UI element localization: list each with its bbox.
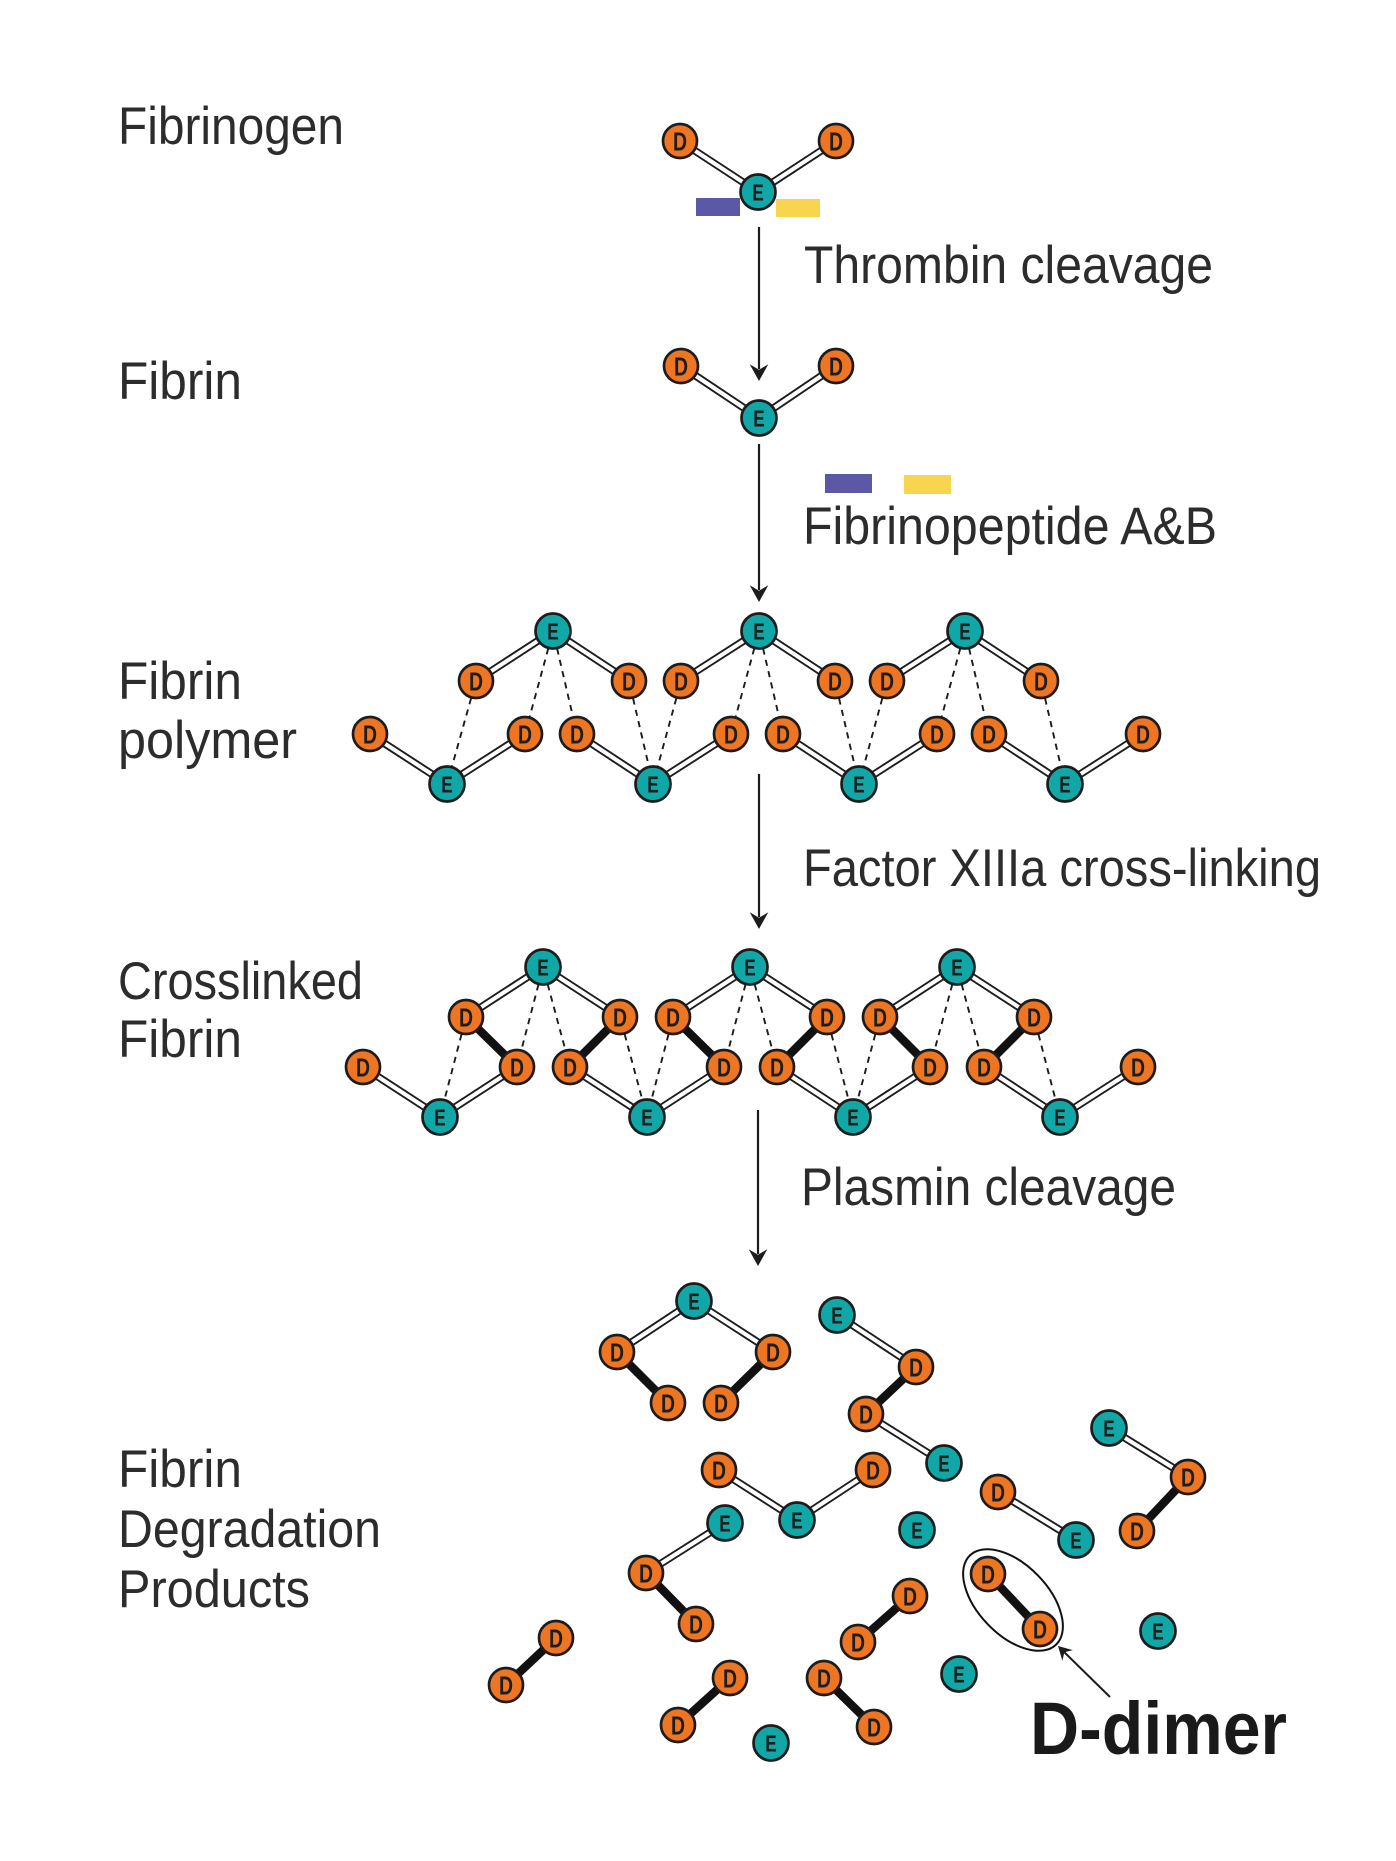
svg-text:E: E xyxy=(951,955,963,981)
svg-text:E: E xyxy=(753,406,765,432)
svg-text:D: D xyxy=(867,1713,881,1743)
svg-text:D: D xyxy=(510,1053,524,1083)
svg-text:D: D xyxy=(981,1560,995,1590)
svg-text:D: D xyxy=(356,1053,370,1083)
svg-text:D: D xyxy=(639,1559,653,1589)
svg-text:E: E xyxy=(959,619,971,645)
svg-text:D: D xyxy=(613,1003,627,1033)
svg-text:D: D xyxy=(1027,1003,1041,1033)
svg-text:D: D xyxy=(1033,1615,1047,1645)
svg-text:Fibrin: Fibrin xyxy=(118,1010,242,1069)
svg-text:D: D xyxy=(674,667,688,697)
svg-text:E: E xyxy=(641,1105,653,1131)
svg-text:D-dimer: D-dimer xyxy=(1030,1687,1287,1770)
svg-text:E: E xyxy=(753,619,765,645)
svg-text:D: D xyxy=(828,667,842,697)
svg-text:D: D xyxy=(982,720,996,750)
svg-text:Fibrinopeptide A&B: Fibrinopeptide A&B xyxy=(803,497,1217,556)
svg-text:E: E xyxy=(911,1518,923,1544)
svg-text:Fibrin: Fibrin xyxy=(118,352,242,411)
svg-text:D: D xyxy=(880,667,894,697)
svg-text:E: E xyxy=(441,772,453,798)
svg-text:D: D xyxy=(469,667,483,697)
svg-text:D: D xyxy=(903,1582,917,1612)
svg-text:Fibrin: Fibrin xyxy=(118,1440,242,1499)
svg-text:D: D xyxy=(518,720,532,750)
svg-text:E: E xyxy=(938,1451,950,1477)
svg-text:E: E xyxy=(1070,1528,1082,1554)
svg-text:E: E xyxy=(1054,1105,1066,1131)
svg-text:D: D xyxy=(866,1456,880,1486)
svg-text:E: E xyxy=(719,1511,731,1537)
svg-text:E: E xyxy=(831,1303,843,1329)
svg-text:E: E xyxy=(744,955,756,981)
svg-text:D: D xyxy=(909,1353,923,1383)
svg-text:D: D xyxy=(1034,667,1048,697)
svg-text:D: D xyxy=(923,1053,937,1083)
svg-text:D: D xyxy=(570,720,584,750)
svg-text:Fibrin: Fibrin xyxy=(118,652,242,711)
svg-text:E: E xyxy=(434,1105,446,1131)
svg-text:D: D xyxy=(991,1478,1005,1508)
svg-text:E: E xyxy=(1152,1619,1164,1645)
svg-text:E: E xyxy=(647,772,659,798)
svg-text:D: D xyxy=(1181,1463,1195,1493)
svg-text:D: D xyxy=(930,720,944,750)
svg-text:Factor XIIIa cross-linking: Factor XIIIa cross-linking xyxy=(803,839,1321,898)
svg-text:D: D xyxy=(817,1664,831,1694)
svg-text:D: D xyxy=(723,1664,737,1694)
svg-text:D: D xyxy=(714,1389,728,1419)
svg-text:D: D xyxy=(610,1338,624,1368)
svg-text:E: E xyxy=(688,1289,700,1315)
svg-text:D: D xyxy=(666,1003,680,1033)
svg-text:D: D xyxy=(829,352,843,382)
svg-text:D: D xyxy=(1136,720,1150,750)
svg-text:E: E xyxy=(537,955,549,981)
svg-text:Thrombin cleavage: Thrombin cleavage xyxy=(804,236,1213,295)
svg-text:D: D xyxy=(563,1053,577,1083)
svg-text:Degradation: Degradation xyxy=(118,1500,381,1559)
svg-text:E: E xyxy=(853,772,865,798)
svg-text:E: E xyxy=(1103,1416,1115,1442)
svg-text:D: D xyxy=(859,1400,873,1430)
svg-text:D: D xyxy=(363,720,377,750)
svg-text:D: D xyxy=(977,1053,991,1083)
svg-text:D: D xyxy=(829,127,843,157)
svg-text:D: D xyxy=(661,1389,675,1419)
svg-text:D: D xyxy=(873,1003,887,1033)
svg-text:D: D xyxy=(499,1671,513,1701)
svg-text:D: D xyxy=(766,1338,780,1368)
svg-text:D: D xyxy=(712,1456,726,1486)
svg-text:D: D xyxy=(776,720,790,750)
svg-text:D: D xyxy=(622,667,636,697)
svg-text:D: D xyxy=(689,1610,703,1640)
svg-text:D: D xyxy=(671,1711,685,1741)
svg-text:E: E xyxy=(765,1731,777,1757)
svg-text:E: E xyxy=(1059,772,1071,798)
svg-text:E: E xyxy=(791,1508,803,1534)
svg-text:Crosslinked: Crosslinked xyxy=(118,952,363,1011)
svg-text:Fibrinogen: Fibrinogen xyxy=(118,97,344,156)
svg-text:D: D xyxy=(724,720,738,750)
svg-text:D: D xyxy=(674,352,688,382)
svg-text:E: E xyxy=(847,1105,859,1131)
svg-text:D: D xyxy=(851,1628,865,1658)
svg-text:Products: Products xyxy=(118,1560,310,1619)
svg-text:Plasmin cleavage: Plasmin cleavage xyxy=(801,1158,1176,1217)
svg-text:E: E xyxy=(752,180,764,206)
svg-text:D: D xyxy=(717,1053,731,1083)
svg-text:D: D xyxy=(820,1003,834,1033)
svg-text:D: D xyxy=(549,1624,563,1654)
svg-text:D: D xyxy=(673,127,687,157)
svg-text:D: D xyxy=(1130,1517,1144,1547)
svg-text:D: D xyxy=(770,1053,784,1083)
svg-text:D: D xyxy=(1131,1053,1145,1083)
svg-text:E: E xyxy=(547,619,559,645)
svg-text:D: D xyxy=(459,1003,473,1033)
svg-text:polymer: polymer xyxy=(118,711,297,770)
svg-text:E: E xyxy=(953,1662,965,1688)
